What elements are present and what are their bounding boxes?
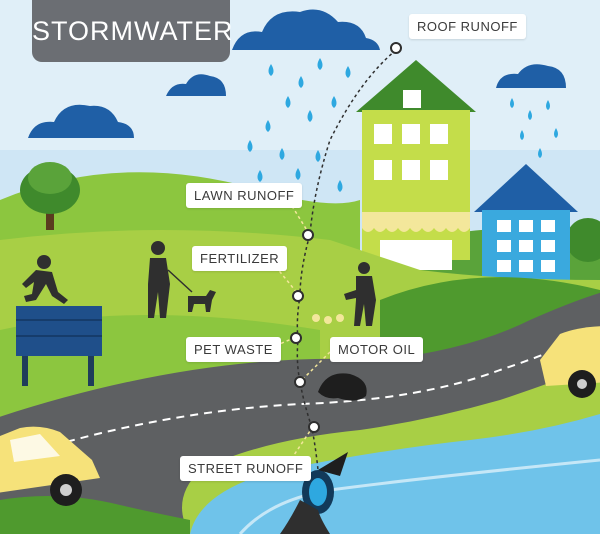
- raindrops: [247, 58, 558, 238]
- road-centerline: [0, 329, 600, 463]
- cloud-icon: [166, 74, 226, 96]
- label-motor-oil: MOTOR OIL: [330, 337, 424, 362]
- cloud-icon: [232, 9, 380, 51]
- label-fertilizer: FERTILIZER: [192, 246, 288, 271]
- flow-path: [296, 49, 397, 471]
- tree: [566, 218, 600, 262]
- label-pet-waste: PET WASTE: [186, 337, 281, 362]
- green-house: [356, 60, 476, 270]
- node-roof-runoff: [390, 42, 402, 54]
- node-motor-oil: [294, 376, 306, 388]
- storm-drain: [280, 452, 348, 534]
- flow-nodes: [290, 42, 402, 433]
- stream: [190, 414, 600, 534]
- people-silhouettes: [22, 241, 376, 326]
- car: [0, 426, 100, 506]
- label-street-runoff: STREET RUNOFF: [180, 456, 312, 481]
- park-sign: [16, 306, 102, 386]
- title-banner: STORMWATER: [32, 0, 233, 62]
- node-pet-waste: [290, 332, 302, 344]
- flowers: [312, 314, 344, 324]
- road: [0, 292, 600, 534]
- label-lawn-runoff: LAWN RUNOFF: [186, 183, 303, 208]
- node-street-runoff: [308, 421, 320, 433]
- car: [540, 326, 600, 398]
- node-fertilizer: [292, 290, 304, 302]
- label-roof-runoff: ROOF RUNOFF: [409, 14, 526, 39]
- cloud-icon: [496, 64, 566, 88]
- node-lawn-runoff: [302, 229, 314, 241]
- cloud-icon: [28, 104, 134, 138]
- oil-spill: [318, 373, 367, 401]
- tree: [20, 162, 80, 230]
